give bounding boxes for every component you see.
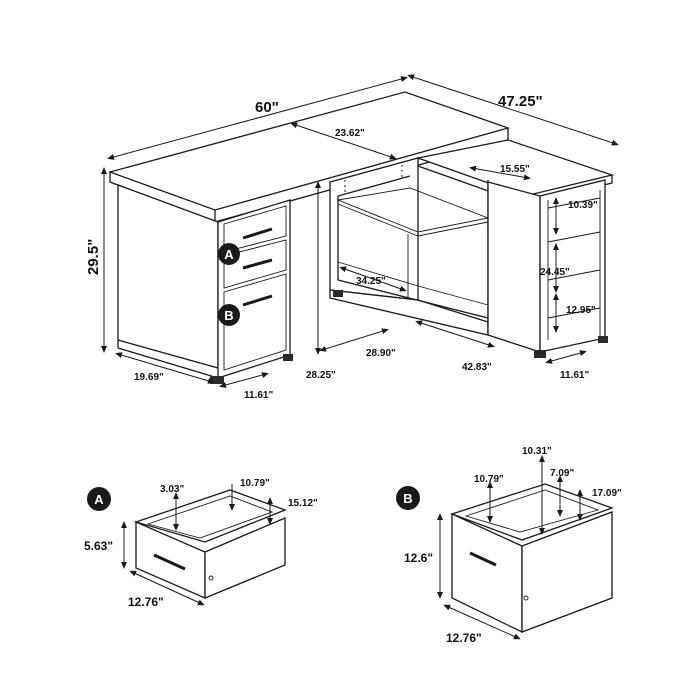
shelf-cabinet-left-side: [337, 196, 489, 319]
dim-return-top-label: 15.55": [500, 164, 530, 175]
badge-a: A: [218, 243, 240, 265]
dim-return-width-label: 11.61": [560, 370, 589, 381]
dim-shelf-opening-label: 34.25": [356, 276, 386, 287]
pedestal-foot: [210, 376, 224, 384]
drawer-b-handle: [469, 551, 497, 567]
drawer-a-detail: A 3.03" 10.79" 15.12" 5.63" 12.76": [84, 478, 318, 609]
drawer-b-badge-text: B: [403, 491, 412, 506]
drawer-b-top-width-label: 10.31": [522, 446, 552, 457]
drawer-mid-handle: [242, 258, 273, 270]
drawer-b-detail: B 10.31" 10.79" 7.09" 17.09" 12.6" 12.76…: [396, 446, 622, 645]
drawer-b-inner-width-label: 10.79": [474, 474, 504, 485]
drawer-b-height-label: 12.6": [404, 551, 433, 565]
drawer-a-badge-text: A: [94, 492, 104, 507]
drawer-b-badge: B: [396, 486, 420, 510]
dim-top-inner-label: 23.62": [335, 128, 365, 139]
drawer-file-handle: [242, 294, 273, 307]
drawer-a-side-height-label: 3.03": [160, 484, 184, 495]
dim-pedestal-depth-line: [115, 352, 215, 384]
drawer-a-inner-width-label: 10.79": [240, 478, 270, 489]
drawer-a-handle: [153, 553, 186, 571]
drawer-b-side-height-label: 7.09": [550, 468, 574, 479]
drawer-mid-front: [223, 239, 287, 289]
drawer-b-side: [521, 511, 613, 633]
dim-width-line: [107, 76, 408, 160]
dim-pedestal-width-label: 11.61": [244, 390, 273, 401]
cubby-foot-right: [598, 336, 608, 343]
drawer-top-handle: [242, 227, 273, 240]
drawer-b-box-top: [450, 483, 614, 541]
drawer-a-side: [204, 517, 286, 599]
pedestal-front: [217, 199, 291, 379]
dim-knee-height-label: 28.25": [306, 370, 336, 381]
dim-shelf-opening-line: [339, 266, 407, 292]
drawer-a-badge: A: [87, 487, 111, 511]
drawer-a-inner-depth-label: 15.12": [288, 498, 318, 509]
dim-cubby-top-label: 10.39": [568, 200, 598, 211]
drawer-a-lock: [208, 575, 214, 581]
dim-depth-label: 47.25": [498, 93, 543, 110]
drawer-b-width-line: [443, 604, 521, 640]
dim-pedestal-width-line: [219, 372, 269, 388]
drawer-top-front: [223, 205, 287, 253]
dim-return-width-line: [545, 350, 587, 364]
shelf-cabinet-top-inner: [337, 175, 411, 197]
drawer-b-interior: [464, 489, 600, 533]
drawer-a-height-label: 5.63": [84, 539, 113, 553]
cubby-shelf-2: [547, 231, 601, 243]
badge-a-text: A: [224, 247, 234, 262]
dim-height-label: 29.5": [85, 239, 102, 275]
cabinet-foot: [333, 290, 343, 297]
dim-span-label: 28.90": [366, 348, 396, 359]
drawer-b-width-label: 12.76": [446, 631, 482, 645]
drawer-file-front: [223, 273, 287, 371]
dim-cubby-height-label: 24.45": [540, 267, 570, 278]
dim-cubby-bottom-label: 12.95": [566, 305, 596, 316]
desk-top: [107, 91, 511, 211]
drawer-b-lock: [523, 595, 529, 601]
drawer-a-width-line: [129, 570, 205, 606]
dim-top-inner-line: [290, 122, 397, 160]
l-desk-drawing: A B 60": [85, 74, 619, 401]
dim-return-length-line: [415, 320, 495, 348]
pedestal-foot-right: [283, 354, 293, 361]
cubby-foot-left: [534, 350, 546, 358]
middle-shelf-edge: [337, 203, 489, 237]
dim-return-top-line: [469, 165, 531, 181]
cubby-front: [487, 181, 541, 353]
badge-b-text: B: [224, 308, 233, 323]
drawer-a-width-label: 12.76": [128, 595, 164, 609]
dim-return-length-label: 42.83": [462, 362, 492, 373]
dim-width-label: 60": [255, 99, 279, 116]
dim-span-line: [319, 328, 389, 352]
dim-pedestal-depth-label: 19.69": [134, 372, 164, 383]
drawer-b-inner-depth-label: 17.09": [592, 488, 622, 499]
pedestal-side: [117, 184, 219, 369]
dim-depth-line: [407, 74, 619, 146]
badge-b: B: [218, 304, 240, 326]
